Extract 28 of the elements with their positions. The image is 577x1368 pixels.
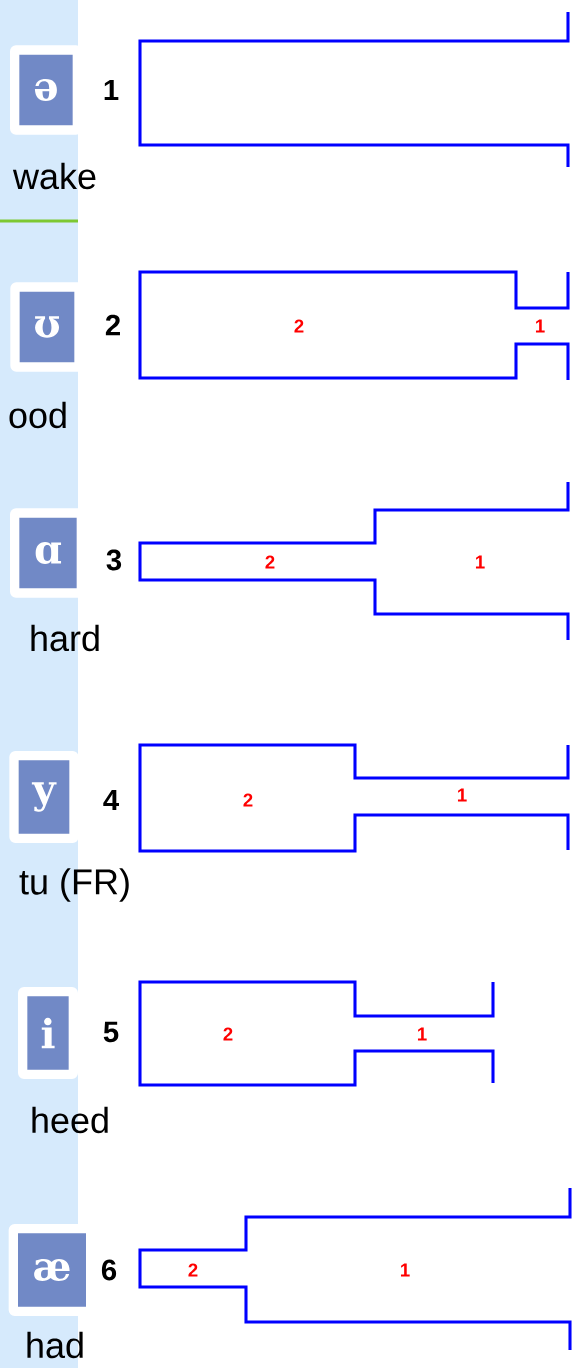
- section-number: 2: [243, 793, 253, 807]
- symbol-tile: ʊ: [10, 282, 84, 372]
- symbol-tile: ɑ: [10, 508, 86, 598]
- row-number: 5: [103, 1021, 119, 1043]
- row-number: 2: [105, 314, 120, 336]
- row-number: 6: [101, 1259, 117, 1281]
- symbol-tile: y: [9, 751, 79, 843]
- section-number: 2: [188, 1263, 198, 1277]
- example-word: heed: [32, 1106, 108, 1134]
- section-number: 1: [458, 788, 467, 802]
- example-word: tu (FR): [19, 868, 129, 902]
- symbol-tile: ə: [10, 45, 82, 135]
- symbol-tile: i: [18, 987, 78, 1079]
- section-number: 2: [223, 1027, 233, 1041]
- section-number: 1: [536, 319, 545, 333]
- symbol-tile: æ: [8, 1224, 96, 1316]
- section-number: 2: [294, 319, 304, 333]
- section-number: 1: [418, 1027, 427, 1041]
- section-number: 1: [476, 555, 485, 569]
- section-number: 2: [265, 555, 275, 569]
- example-word: had: [27, 1331, 83, 1359]
- example-word: hard: [31, 624, 99, 652]
- example-word: ood: [9, 401, 66, 429]
- row-number: 3: [106, 549, 122, 571]
- section-number: 1: [401, 1263, 410, 1277]
- row-number: 4: [103, 789, 119, 811]
- row-number: 1: [104, 79, 119, 101]
- example-word: wake: [12, 162, 96, 190]
